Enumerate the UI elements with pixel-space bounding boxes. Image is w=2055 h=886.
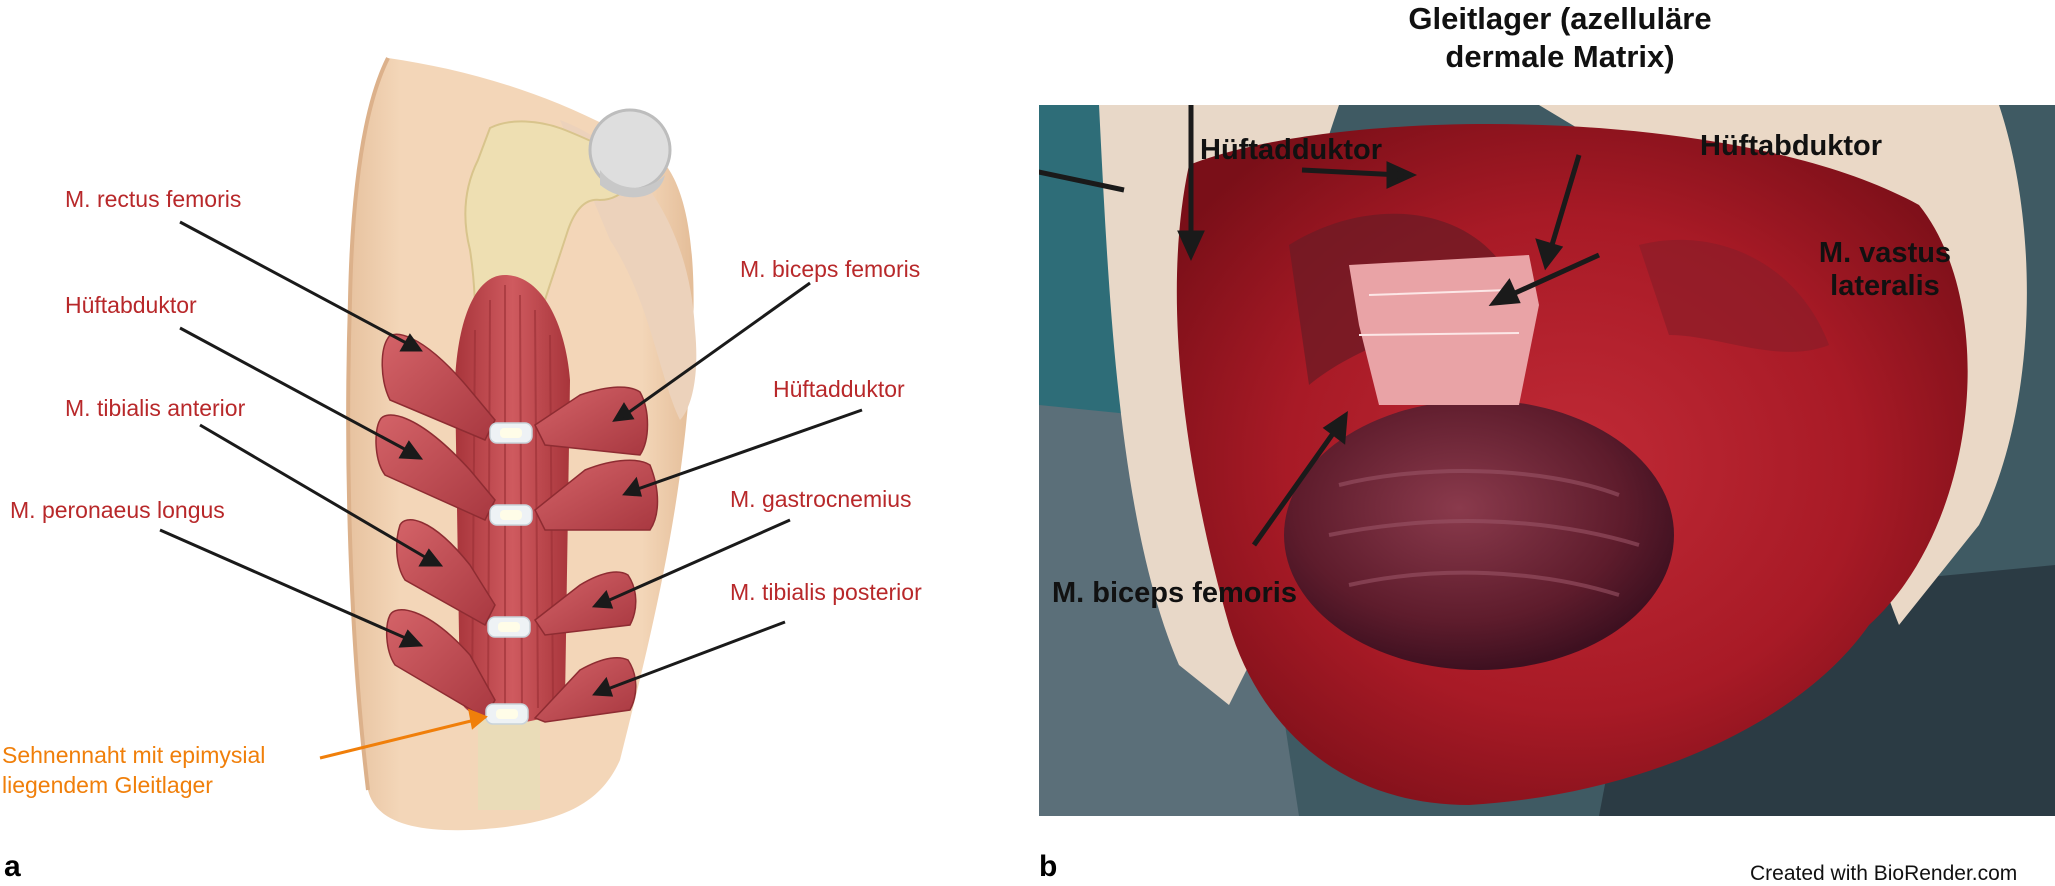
- flap-tibialis-posterior: [533, 656, 637, 723]
- pad-core: [500, 428, 522, 438]
- photo-label-vastus-line1: M. vastus: [1818, 237, 1952, 269]
- panel-a-leader-lines: [159, 220, 863, 697]
- pad-core: [498, 622, 520, 632]
- photo-label-biceps-femoris: M. biceps femoris: [1052, 577, 1297, 609]
- label-gastrocnemius: M. gastrocnemius: [730, 486, 912, 512]
- label-biceps-femoris: M. biceps femoris: [740, 256, 921, 282]
- label-hip-abductor: Hüftabduktor: [65, 292, 197, 318]
- label-sliding-layer-line2: dermale Matrix): [1445, 39, 1675, 74]
- flap-hip-abductor-left: [375, 414, 496, 521]
- pad-core: [500, 510, 522, 520]
- panel-letter-a: a: [4, 850, 21, 883]
- flap-hip-adductor: [534, 459, 659, 531]
- flap-biceps-femoris: [534, 386, 649, 456]
- label-tibialis-anterior: M. tibialis anterior: [65, 395, 246, 421]
- orange-leader-line: [319, 708, 488, 760]
- sliding-pad-cores: [496, 428, 522, 719]
- label-rectus-femoris: M. rectus femoris: [65, 186, 242, 212]
- photo-label-hip-adductor: Hüftadduktor: [1200, 134, 1383, 166]
- dermal-matrix-patch: [1349, 255, 1539, 405]
- label-tendon-suture-line2: liegendem Gleitlager: [2, 772, 213, 798]
- panel-b-photo: [1039, 105, 2055, 816]
- biceps-muscle-bulk: [1284, 400, 1674, 670]
- panel-letter-b: b: [1039, 850, 1058, 883]
- label-peronaeus-longus: M. peronaeus longus: [10, 497, 225, 523]
- photo-label-hip-abductor: Hüftabduktor: [1700, 130, 1883, 162]
- muscle-striations: [1328, 469, 1640, 597]
- panel-a-illustration: [159, 57, 863, 831]
- flap-gastrocnemius: [533, 571, 637, 636]
- label-tendon-suture-line1: Sehnennaht mit epimysial: [2, 742, 266, 768]
- femoral-head-shade: [600, 170, 665, 198]
- photo-label-vastus-lateralis: M. vastus lateralis: [1800, 237, 1970, 303]
- label-sliding-layer-line1: Gleitlager (azelluläre: [1408, 1, 1712, 36]
- label-tibialis-posterior: M. tibialis posterior: [730, 579, 922, 605]
- matrix-sutures: [1358, 289, 1520, 336]
- limb-outline-left: [346, 57, 390, 791]
- flap-tibialis-anterior: [395, 519, 496, 627]
- label-hip-adductor: Hüftadduktor: [773, 376, 905, 402]
- label-sliding-layer-matrix: Gleitlager (azelluläre dermale Matrix): [1360, 0, 1760, 76]
- photo-label-vastus-line2: lateralis: [1830, 270, 1940, 302]
- panel-b-arrows: [1039, 105, 1601, 547]
- pad-core: [496, 709, 518, 719]
- biorender-credit: Created with BioRender.com: [1750, 862, 2018, 885]
- right-muscle-flaps: [533, 386, 659, 723]
- flap-rectus-femoris: [381, 333, 496, 441]
- abductor-muscle-mass: [1639, 239, 1829, 352]
- label-tendon-suture: Sehnennaht mit epimysial liegendem Gleit…: [2, 740, 265, 800]
